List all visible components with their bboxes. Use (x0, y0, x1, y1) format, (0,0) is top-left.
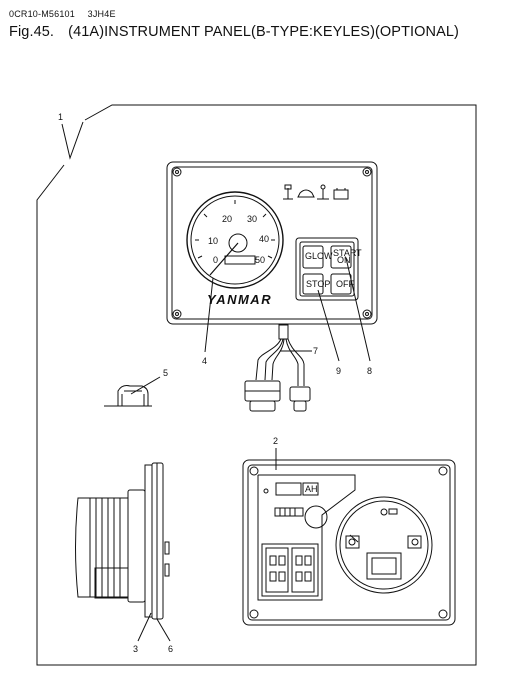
screw-icon (362, 309, 372, 319)
wire-harness: 7 (244, 324, 318, 412)
tachometer: 10 20 30 40 0 50 (186, 191, 284, 289)
tick-20: 20 (222, 214, 232, 224)
callout-8-label: 8 (367, 366, 372, 376)
tachometer-needle (209, 242, 239, 276)
ah-label-box (302, 482, 319, 496)
tach-connector (366, 552, 402, 580)
tick-50: 50 (255, 255, 265, 265)
switch-block: GLOW STOP START ON OFF (295, 237, 362, 301)
document-header: 0CR10-M56101 3JH4E (9, 9, 116, 19)
callout-5-label: 5 (163, 368, 168, 378)
ah-label: AH (305, 484, 318, 494)
callout-9-label: 9 (336, 366, 341, 376)
callout-9: 9 (317, 289, 341, 376)
figure-title: Fig.45. (41A)INSTRUMENT PANEL(B-TYPE:KEY… (9, 24, 459, 40)
hour-meter-window (224, 255, 256, 265)
assembly-outline (36, 104, 477, 666)
battery-lamp-icon (333, 189, 349, 200)
glow-button-label: GLOW (305, 251, 333, 261)
coolant-temp-lamp-icon (320, 184, 326, 190)
relay-block (275, 482, 302, 496)
instrument-panel-front: 10 20 30 40 0 50 YANMAR GLOW STOP S (166, 161, 378, 325)
side-connector (94, 567, 129, 599)
callout-7-label: 7 (313, 346, 318, 356)
off-button[interactable] (330, 273, 352, 295)
callout-8: 8 (345, 257, 372, 376)
harness-plug (289, 386, 311, 402)
tick-0: 0 (213, 255, 218, 265)
stop-button-label: STOP (306, 279, 330, 289)
tick-10: 10 (208, 236, 218, 246)
rear-switch-housing (261, 543, 319, 597)
off-button-label: OFF (336, 279, 354, 289)
terminal-strip (274, 507, 304, 517)
callout-4-label: 4 (202, 356, 207, 366)
instrument-panel-side: 3 6 (75, 462, 173, 654)
callout-2: 2 (273, 436, 278, 470)
figure-number: Fig.45. (9, 24, 55, 40)
instrument-panel-rear: AH (242, 459, 456, 626)
figure-caption: (41A)INSTRUMENT PANEL(B-TYPE:KEYLES)(OPT… (68, 24, 459, 40)
panel-face-inner (171, 166, 373, 320)
tach-terminal (407, 535, 422, 549)
glow-button[interactable] (302, 245, 324, 269)
callout-6-label: 6 (168, 644, 173, 654)
panel-face (166, 161, 378, 325)
brand-logo: YANMAR (207, 292, 272, 307)
screw-icon (438, 609, 448, 619)
screw-icon (172, 167, 182, 177)
start-button-label: START (333, 248, 362, 258)
on-button-label: ON (337, 255, 351, 265)
buzzer (304, 505, 328, 529)
tick-40: 40 (259, 234, 269, 244)
callout-1: 1 (58, 112, 84, 160)
screw-icon (438, 466, 448, 476)
callout-4: 4 (202, 277, 214, 366)
screw-icon (362, 167, 372, 177)
engine-model: 3JH4E (87, 9, 116, 19)
callout-2-label: 2 (273, 436, 278, 446)
stop-button[interactable] (302, 273, 324, 295)
oil-can-lamp-icon (297, 189, 315, 198)
screw-icon (249, 466, 259, 476)
callout-3-label: 3 (133, 644, 138, 654)
callout-1-label: 1 (58, 112, 63, 122)
doc-code: 0CR10-M56101 (9, 9, 75, 19)
tach-terminal (345, 535, 360, 549)
start-on-button[interactable] (330, 245, 352, 269)
tick-30: 30 (247, 214, 257, 224)
screw-icon (249, 609, 259, 619)
oil-pressure-lamp-icon (284, 184, 292, 190)
screw-icon (172, 309, 182, 319)
mounting-clip: 5 (104, 368, 168, 407)
warning-lamps (283, 184, 349, 200)
gauge-body (75, 497, 129, 598)
